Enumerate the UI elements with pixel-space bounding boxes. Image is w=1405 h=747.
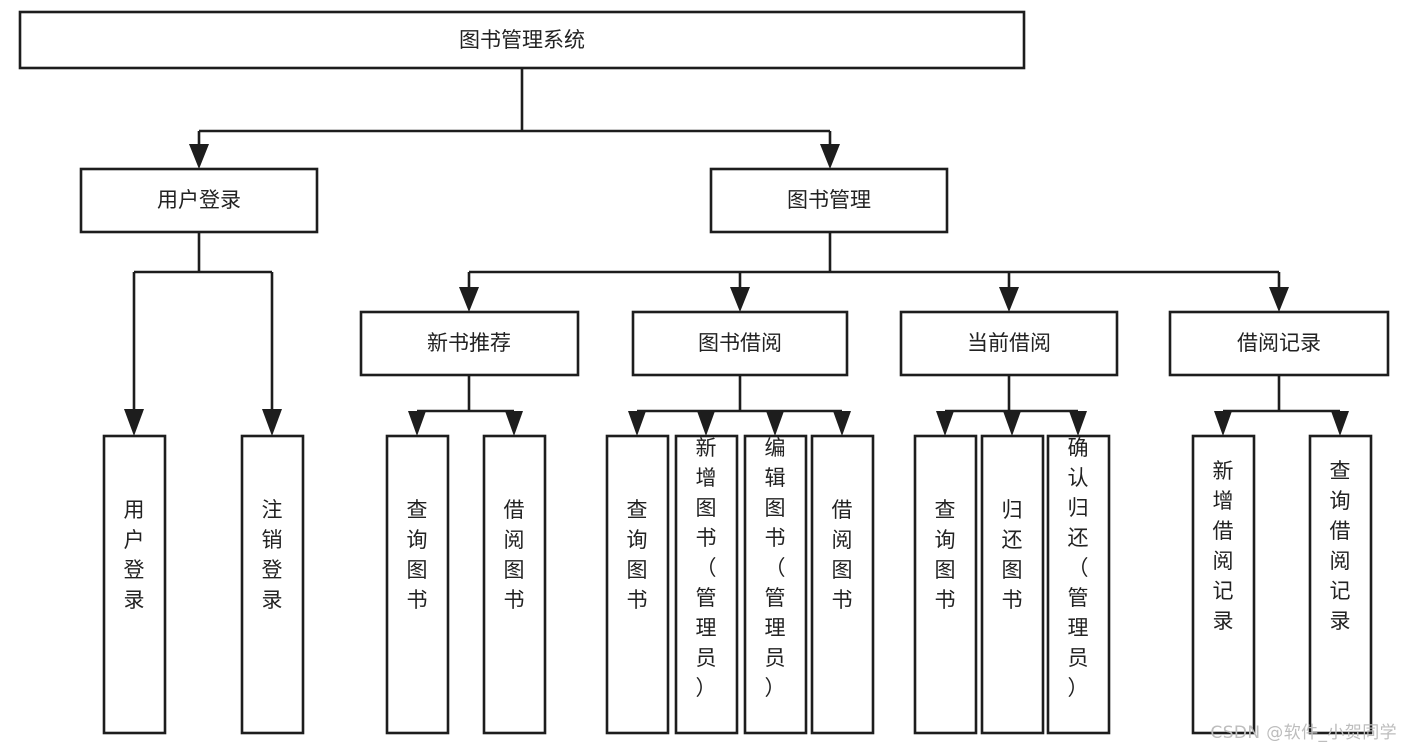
node-newbook-query-label: 查询图书 <box>407 498 428 612</box>
node-login-user[interactable]: 用户登录 <box>102 434 167 735</box>
node-bookmgmt[interactable]: 图书管理 <box>709 167 949 234</box>
node-current-query-label: 查询图书 <box>935 498 956 612</box>
arrow-head-login-user <box>124 409 144 436</box>
node-borrow-lend-box[interactable] <box>810 434 875 735</box>
node-root-label: 图书管理系统 <box>459 28 585 52</box>
arrow-head-current-query <box>936 411 954 436</box>
node-borrow-add-box[interactable] <box>674 434 739 735</box>
node-records-box[interactable] <box>1168 310 1390 377</box>
arrow-head-borrow-query <box>628 411 646 436</box>
node-borrow-lend[interactable]: 借阅图书 <box>810 434 875 735</box>
node-login-user-box[interactable] <box>102 434 167 735</box>
node-current-label: 当前借阅 <box>967 331 1051 355</box>
arrow-head-records-add <box>1214 411 1232 436</box>
node-login-logout[interactable]: 注销登录 <box>240 434 305 735</box>
node-borrow-label: 图书借阅 <box>698 331 782 355</box>
node-borrow-lend-label: 借阅图书 <box>832 498 853 612</box>
node-borrow-query[interactable]: 查询图书 <box>605 434 670 735</box>
node-current-query[interactable]: 查询图书 <box>913 434 978 735</box>
arrow-head-borrow-add <box>697 411 715 436</box>
node-newbook-borrow-label: 借阅图书 <box>504 498 525 612</box>
node-borrow[interactable]: 图书借阅 <box>631 310 849 377</box>
node-login-box[interactable] <box>79 167 319 234</box>
node-current-confirm-box[interactable] <box>1046 434 1111 735</box>
node-borrow-query-box[interactable] <box>605 434 670 735</box>
node-borrow-box[interactable] <box>631 310 849 377</box>
arrow-head-current <box>999 287 1019 312</box>
node-newbook-box[interactable] <box>359 310 580 377</box>
arrow-head-borrow-edit <box>766 411 784 436</box>
node-newbook-query[interactable]: 查询图书 <box>385 434 450 735</box>
node-bookmgmt-box[interactable] <box>709 167 949 234</box>
edge-group-borrow <box>628 375 851 436</box>
node-records-add-box[interactable] <box>1191 434 1256 735</box>
edge-group-newbook <box>408 375 523 436</box>
node-borrow-edit-label: 编辑图书（管理员） <box>765 436 786 700</box>
node-records-query-label: 查询借阅记录 <box>1330 459 1351 633</box>
node-bookmgmt-label: 图书管理 <box>787 188 871 212</box>
edge-group-root <box>189 68 840 169</box>
node-login-user-label: 用户登录 <box>124 498 145 612</box>
arrow-head-newbook <box>459 287 479 312</box>
node-root[interactable]: 图书管理系统 <box>18 10 1026 70</box>
node-login-label: 用户登录 <box>157 188 241 212</box>
edge-group-bookmgmt <box>459 232 1289 312</box>
node-current-return[interactable]: 归还图书 <box>980 434 1045 735</box>
arrow-head-borrow <box>730 287 750 312</box>
edge-group-records <box>1214 375 1349 436</box>
node-root-box[interactable] <box>18 10 1026 70</box>
node-borrow-add-label: 新增图书（管理员） <box>696 436 717 700</box>
arrow-head-current-confirm <box>1069 411 1087 436</box>
node-login[interactable]: 用户登录 <box>79 167 319 234</box>
csdn-watermark: CSDN @软件_小贺同学 <box>1210 723 1397 743</box>
node-current[interactable]: 当前借阅 <box>899 310 1119 377</box>
node-current-box[interactable] <box>899 310 1119 377</box>
node-records-query-box[interactable] <box>1308 434 1373 735</box>
node-records-query[interactable]: 查询借阅记录 <box>1308 434 1373 735</box>
arrow-head-login <box>189 144 209 169</box>
node-newbook-query-box[interactable] <box>385 434 450 735</box>
node-current-query-box[interactable] <box>913 434 978 735</box>
arrow-head-records <box>1269 287 1289 312</box>
node-records[interactable]: 借阅记录 <box>1168 310 1390 377</box>
node-borrow-query-label: 查询图书 <box>627 498 648 612</box>
node-records-add[interactable]: 新增借阅记录 <box>1191 434 1256 735</box>
node-login-logout-box[interactable] <box>240 434 305 735</box>
node-borrow-add[interactable]: 新增图书（管理员） <box>674 434 739 735</box>
arrow-head-newbook-borrow <box>505 411 523 436</box>
node-records-add-label: 新增借阅记录 <box>1213 459 1234 633</box>
edge-group-login <box>124 232 282 436</box>
node-newbook[interactable]: 新书推荐 <box>359 310 580 377</box>
node-records-label: 借阅记录 <box>1237 331 1321 355</box>
arrow-head-borrow-lend <box>833 411 851 436</box>
node-borrow-edit[interactable]: 编辑图书（管理员） <box>743 434 808 735</box>
edge-group-current <box>936 375 1087 436</box>
node-current-confirm-label: 确认归还（管理员） <box>1068 436 1089 700</box>
arrow-head-login-logout <box>262 409 282 436</box>
arrow-head-bookmgmt <box>820 144 840 169</box>
node-newbook-borrow[interactable]: 借阅图书 <box>482 434 547 735</box>
arrow-head-current-return <box>1003 411 1021 436</box>
node-borrow-edit-box[interactable] <box>743 434 808 735</box>
arrow-head-newbook-query <box>408 411 426 436</box>
arrow-head-records-query <box>1331 411 1349 436</box>
node-current-confirm[interactable]: 确认归还（管理员） <box>1046 434 1111 735</box>
node-login-logout-label: 注销登录 <box>262 498 283 612</box>
node-newbook-label: 新书推荐 <box>427 331 511 355</box>
node-current-return-label: 归还图书 <box>1002 498 1023 612</box>
node-newbook-borrow-box[interactable] <box>482 434 547 735</box>
node-current-return-box[interactable] <box>980 434 1045 735</box>
